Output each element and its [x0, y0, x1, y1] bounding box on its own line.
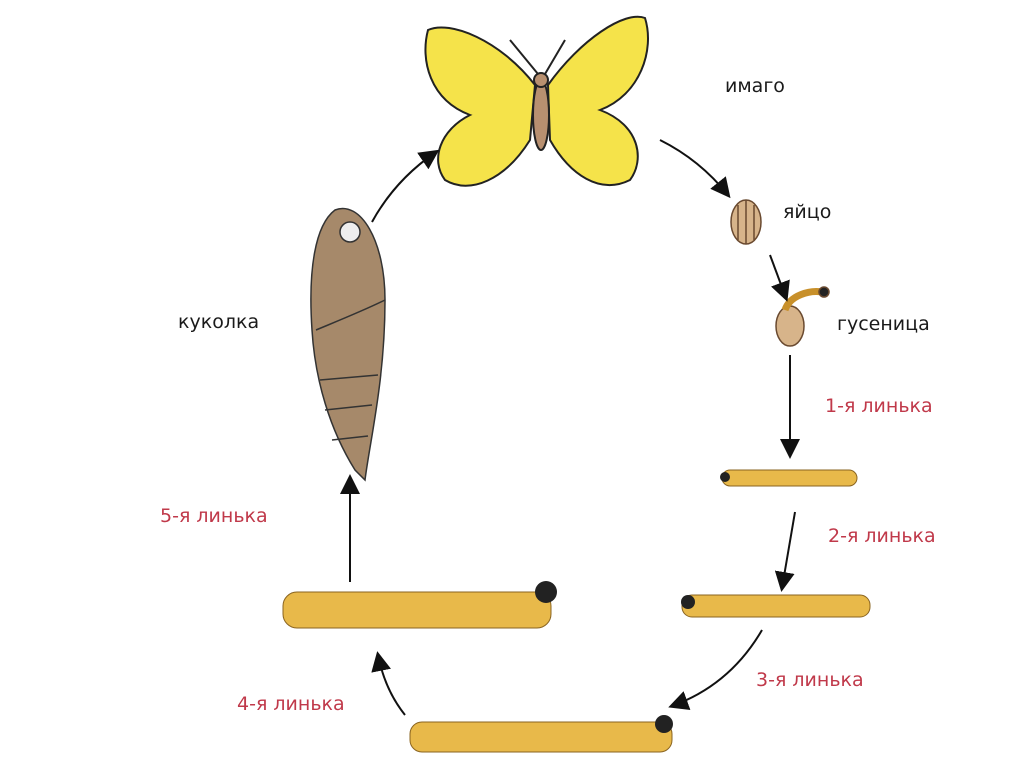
label-egg: яйцо [783, 201, 832, 223]
cycle-arrows [340, 139, 800, 716]
label-imago: имаго [725, 75, 785, 97]
pupa [310, 207, 386, 482]
label-molt-4: 4-я линька [237, 693, 345, 715]
hatching-caterpillar [775, 286, 830, 347]
label-molt-3: 3-я линька [756, 669, 864, 691]
caterpillar-after-molt-1 [720, 469, 858, 487]
caterpillar-after-molt-3 [409, 715, 673, 753]
label-pupa: куколка [178, 311, 260, 333]
label-caterpillar: гусеница [837, 313, 930, 335]
egg [730, 199, 762, 245]
caterpillar-after-molt-2 [681, 594, 871, 618]
caterpillar-after-molt-4 [282, 581, 557, 629]
label-molt-5: 5-я линька [160, 505, 268, 527]
butterfly-imago [424, 15, 649, 187]
label-molt-1: 1-я линька [825, 395, 933, 417]
label-molt-2: 2-я линька [828, 525, 936, 547]
